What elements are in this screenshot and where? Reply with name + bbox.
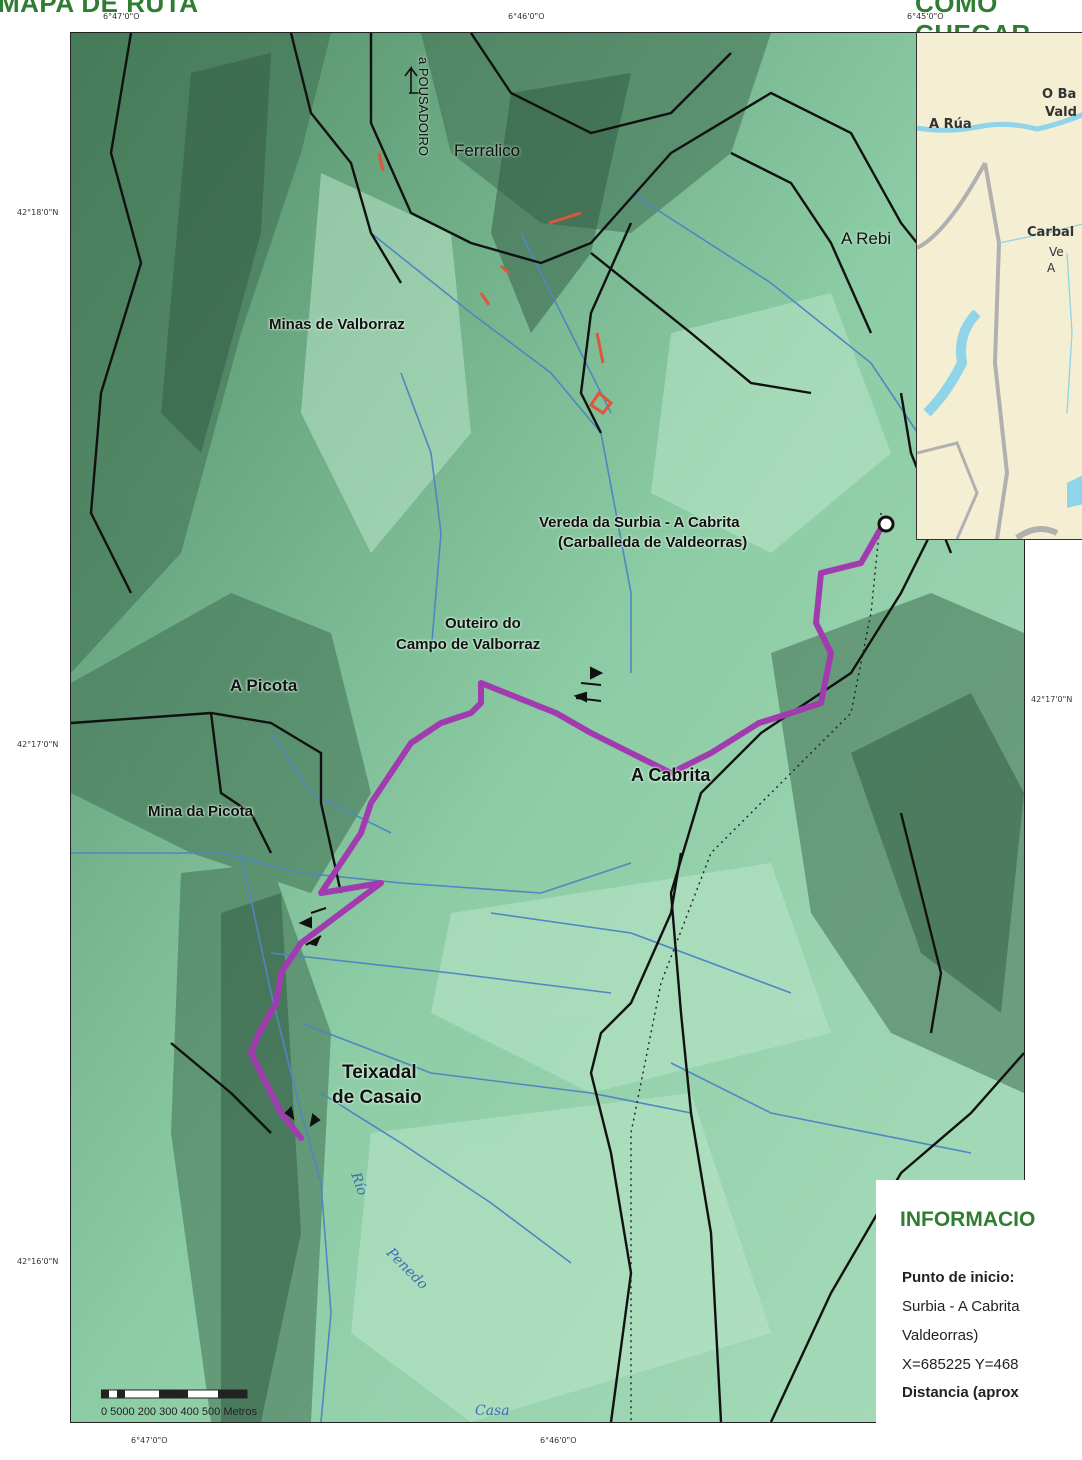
start-point-label: Punto de inicio: xyxy=(902,1269,1015,1286)
lon-tick-top-3: 6°45'0"O xyxy=(907,12,944,21)
lon-tick-bottom-2: 6°46'0"O xyxy=(540,1436,577,1445)
label-outeiro-line2: Campo de Valborraz xyxy=(396,636,541,653)
distance-label: Distancia (aprox xyxy=(902,1384,1019,1401)
label-minas-de-valborraz: Minas de Valborraz xyxy=(269,316,405,333)
label-a-cabrita: A Cabrita xyxy=(631,765,711,785)
scale-bar-label: 0 5000 200 300 400 500 Metros xyxy=(101,1406,257,1418)
lat-tick-left-2: 42°17'0"N xyxy=(17,740,59,749)
label-start-line1: Vereda da Surbia - A Cabrita xyxy=(539,514,740,531)
start-point-coords: X=685225 Y=468 xyxy=(902,1356,1019,1373)
label-ferralico: Ferralico xyxy=(454,141,521,160)
inset-label-o-barco-1: O Ba xyxy=(1042,87,1077,102)
inset-label-vereda-2: A xyxy=(1047,261,1056,275)
route-map[interactable]: a POUSADOIRO Ferralico A Rebi Minas de V… xyxy=(70,32,1025,1423)
route-info-panel: INFORMACIO Punto de inicio: Surbia - A C… xyxy=(876,1180,1082,1460)
label-teixadal-line1: Teixadal xyxy=(342,1062,417,1083)
start-point-value-1: Surbia - A Cabrita xyxy=(902,1298,1020,1315)
inset-label-a-rua: A Rúa xyxy=(929,117,972,132)
lon-tick-top-1: 6°47'0"O xyxy=(103,12,140,21)
lon-tick-top-2: 6°46'0"O xyxy=(508,12,545,21)
label-a-rebi: A Rebi xyxy=(841,229,892,248)
start-point-value-2: Valdeorras) xyxy=(902,1327,979,1344)
info-title: INFORMACIO xyxy=(900,1208,1036,1231)
lat-tick-left-1: 42°18'0"N xyxy=(17,208,59,217)
terrain-map-graphic xyxy=(71,33,1024,1422)
label-start-line2: (Carballeda de Valdeorras) xyxy=(558,534,748,551)
label-casa: Casa xyxy=(475,1403,510,1419)
label-mina-da-picota: Mina da Picota xyxy=(148,803,254,820)
label-a-pousadoiro: a POUSADOIRO xyxy=(416,57,431,156)
scale-bar xyxy=(101,1389,248,1399)
inset-map-graphic xyxy=(917,33,1082,539)
inset-label-vereda-1: Ve xyxy=(1049,245,1064,259)
lat-tick-right-1: 42°17'0"N xyxy=(1031,695,1073,704)
label-outeiro-line1: Outeiro do xyxy=(445,615,521,632)
inset-label-carballeda: Carbal xyxy=(1027,225,1075,240)
route-map-title: MAPA DE RUTA xyxy=(0,0,199,18)
lon-tick-bottom-1: 6°47'0"O xyxy=(131,1436,168,1445)
locator-inset-map[interactable]: A Rúa O Ba Vald Carbal Ve A xyxy=(916,32,1082,540)
lat-tick-left-3: 42°16'0"N xyxy=(17,1257,59,1266)
inset-label-o-barco-2: Vald xyxy=(1045,105,1077,120)
label-teixadal-line2: de Casaio xyxy=(332,1087,422,1108)
label-a-picota: A Picota xyxy=(230,676,298,695)
